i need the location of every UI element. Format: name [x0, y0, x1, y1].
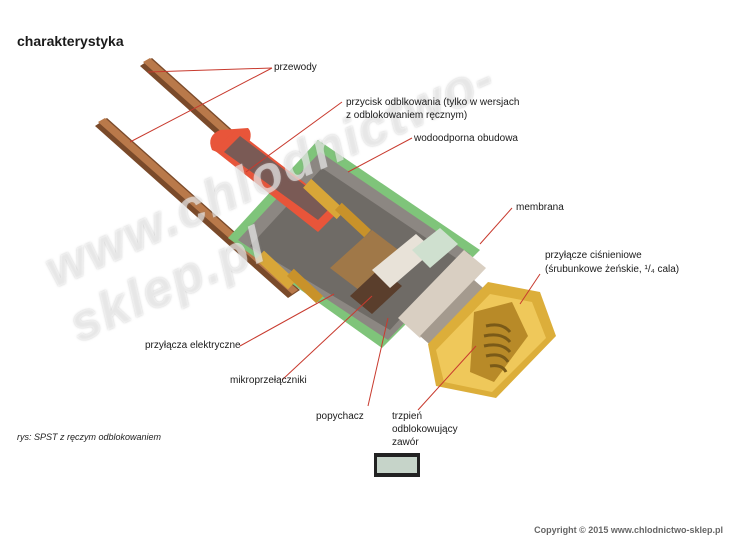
label-trzpien-line3: zawór	[392, 437, 419, 448]
inner-mechanism	[255, 178, 458, 314]
label-popychacz: popychacz	[316, 411, 364, 422]
figure-caption: rys: SPST z ręczym odblokowaniem	[17, 432, 162, 442]
thumbnail-switch-icon	[374, 453, 420, 477]
label-przylacze-line2: (śrubunkowe żeńskie, ¹/₄ cala)	[545, 264, 680, 275]
label-przycisk-line1: przycisk odblkowania (tylko w wersjach	[346, 97, 520, 108]
page-title: charakterystyka	[17, 33, 124, 49]
label-trzpien-line2: odblokowujący	[392, 424, 458, 435]
copyright-notice: Copyright © 2015 www.chlodnictwo-sklep.p…	[534, 525, 723, 535]
label-przylacza-elektryczne: przyłącza elektryczne	[145, 340, 241, 351]
membrane-assembly	[398, 250, 490, 350]
leader-lines	[129, 67, 541, 411]
pressure-connector	[428, 282, 556, 398]
label-mikroprzelaczniki: mikroprzełączniki	[230, 375, 307, 386]
label-przewody: przewody	[274, 62, 317, 73]
label-przycisk-line2: z odblokowaniem ręcznym)	[346, 110, 468, 121]
release-button	[210, 128, 340, 232]
label-trzpien-line1: trzpień	[392, 411, 423, 422]
label-przylacze-line1: przyłącze ciśnieniowe	[545, 250, 642, 261]
label-membrana: membrana	[516, 202, 564, 213]
label-obudowa: wodoodporna obudowa	[414, 133, 518, 144]
